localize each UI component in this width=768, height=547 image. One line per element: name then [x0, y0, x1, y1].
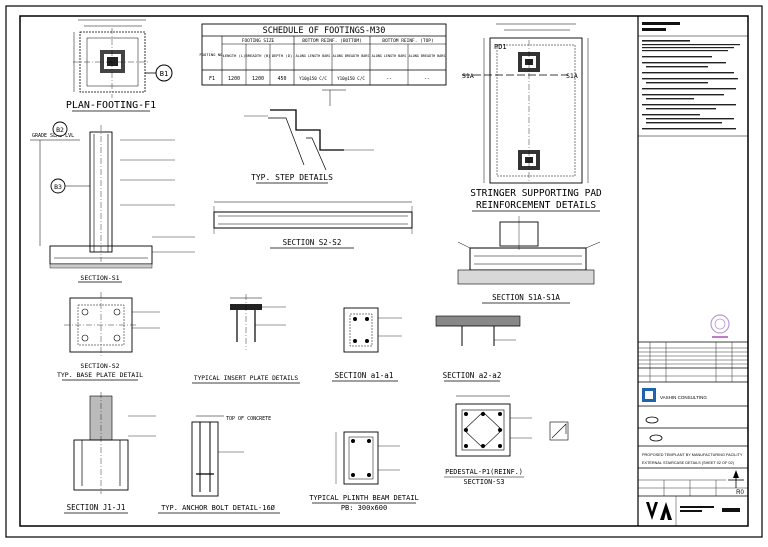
step-details-view [244, 89, 374, 171]
pedestal-view [455, 395, 569, 457]
schedule-cell: Y10@150 C/C [337, 76, 365, 81]
insert-plate-view [230, 294, 286, 350]
title-typical-plinth-beam: TYPICAL PLINTH BEAM DETAIL [309, 494, 419, 502]
title-plan-footing: PLAN-FOOTING-F1 [66, 100, 156, 111]
schedule-group-3: BOTTOM REINF. (TOP) [382, 38, 433, 44]
schedule-sub-header: ALONG LENGTH BARS [296, 54, 331, 58]
section-s1-view: GRADE SLAB LVL [30, 125, 195, 269]
title-typ-step-details: TYP. STEP DETAILS [251, 173, 333, 182]
section-a2-view [435, 315, 521, 346]
title-section-a2: SECTION a2-a2 [443, 371, 502, 380]
title-stringer-1: STRINGER SUPPORTING PAD [470, 188, 602, 199]
project-name: PROPOSED TEMPLANT BY MANUFACTURING FACIL… [642, 453, 743, 457]
cut-marker-s1a-right: S1A [566, 72, 578, 80]
title-section-s3: SECTION-S3 [464, 478, 505, 486]
top-of-concrete-note: TOP OF CONCRETE [226, 416, 271, 422]
marker-b3-text: B3 [54, 183, 62, 191]
schedule-sub-header: DEPTH (D) [272, 53, 293, 58]
base-plate-view [64, 292, 160, 358]
title-stringer-2: REINFORCEMENT DETAILS [476, 200, 596, 211]
plinth-beam-size: PB: 300x600 [341, 504, 387, 512]
title-section-s2-s2: SECTION S2-S2 [283, 238, 342, 247]
schedule-sub-header: ALONG LENGTH BARS [372, 54, 407, 58]
section-marker-b2 [52, 121, 68, 137]
title-typ-anchor-bolt: TYP. ANCHOR BOLT DETAIL-16Ø [161, 504, 276, 512]
section-s2-s2-view [213, 201, 413, 234]
revision-number: R0 [736, 490, 744, 496]
schedule-cell: 450 [277, 76, 286, 82]
grade-slab-note: GRADE SLAB LVL [32, 133, 74, 139]
section-a1-view [343, 307, 402, 353]
title-typ-base-plate: TYP. BASE PLATE DETAIL [57, 371, 143, 379]
outer-border [5, 5, 763, 538]
sheet-title: EXTERNAL STAIRCASE DETAILS (SHEET 02 OF … [642, 461, 735, 465]
schedule-group-1: FOOTING SIZE [242, 38, 275, 44]
title-section-j1: SECTION J1-J1 [67, 503, 126, 512]
plan-footing-view [73, 19, 150, 98]
title-section-s1a: SECTION S1A-S1A [492, 293, 560, 302]
marker-b2-text: B2 [56, 126, 64, 134]
schedule-sub-header: LENGTH (L) [223, 53, 246, 58]
stringer-pad-plan [462, 23, 589, 184]
section-j1-view [73, 392, 156, 494]
schedule-cell: F1 [209, 76, 215, 82]
schedule-cell: -- [386, 76, 392, 82]
title-pedestal: PEDESTAL-P1(REINF.) [445, 468, 523, 476]
title-typical-insert-plate: TYPICAL INSERT PLATE DETAILS [194, 375, 299, 382]
schedule-table [201, 23, 447, 86]
schedule-sub-header: ALONG BREADTH BARS [409, 54, 446, 58]
title-section-s1: SECTION-S1 [80, 274, 119, 282]
schedule-cell: Y10@150 C/C [299, 76, 327, 81]
consultant-name: VASHIN CONSULTING [660, 395, 707, 400]
schedule-cell: -- [424, 76, 430, 82]
anchor-bolt-view: TOP OF CONCRETE [191, 415, 271, 497]
schedule-title: SCHEDULE OF FOOTINGS-M30 [263, 26, 386, 36]
schedule-cell: 1200 [252, 76, 264, 82]
title-block [638, 22, 748, 526]
schedule-sub-header: FOOTING NO. [199, 52, 224, 57]
schedule-group-2: BOTTOM REINF. (BOTTOM) [302, 38, 362, 44]
schedule-sub-header: BREADTH (B) [245, 53, 270, 58]
marker-b1-text: B1 [160, 70, 168, 78]
schedule-cell: 1200 [228, 76, 240, 82]
cut-marker-s1a-left: S1A [462, 72, 474, 80]
title-section-a1: SECTION a1-a1 [335, 371, 394, 380]
pad-label-pd1: PD1 [494, 43, 507, 51]
inner-border [19, 15, 749, 527]
plinth-beam-view [335, 431, 400, 485]
title-section-s2: SECTION-S2 [80, 362, 119, 370]
schedule-sub-header: ALONG BREADTH BARS [333, 54, 370, 58]
section-s1a-view [457, 216, 601, 285]
